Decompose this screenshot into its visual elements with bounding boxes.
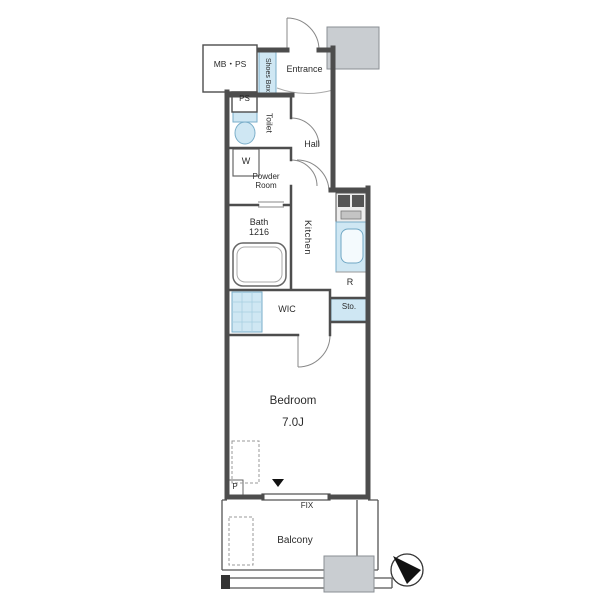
stove-grill	[340, 210, 362, 220]
service-boxes	[202, 44, 258, 113]
storage-fixture	[330, 298, 368, 322]
door-arcs	[258, 17, 334, 368]
entrance-step-line	[276, 87, 334, 94]
outer-walls	[224, 45, 371, 500]
bathtub	[232, 242, 287, 287]
north-arrow-icon	[393, 556, 421, 584]
lower-core-block	[323, 555, 375, 593]
shoes-box-fixture	[258, 51, 277, 97]
powder-door-arc	[290, 159, 318, 187]
wic-door-arc	[297, 334, 331, 368]
balcony-dashed-hatch	[228, 516, 254, 566]
building-core-blocks	[326, 26, 380, 70]
bathtub-inner	[236, 246, 283, 283]
stove-burner-left	[338, 195, 350, 207]
fixtures	[226, 51, 369, 498]
bedroom-dashed-closet	[231, 440, 260, 484]
toilet-door-arc	[290, 117, 320, 147]
washer-pan	[232, 148, 260, 177]
stove-burner-right	[352, 195, 364, 207]
compass-icon	[390, 553, 424, 587]
kitchen-sink	[340, 228, 364, 264]
railing-end-post	[221, 575, 230, 589]
kitchen-door-arc	[296, 159, 330, 193]
dashed-outlines	[228, 440, 260, 566]
bath-sliding-door	[258, 201, 284, 208]
partition-walls	[225, 93, 370, 337]
toilet-bowl	[234, 121, 256, 145]
elevator-block	[326, 26, 380, 70]
wic-shelf	[231, 291, 263, 333]
mbps-box	[202, 44, 258, 93]
entrance-door-arc	[286, 17, 320, 51]
balcony-outline	[221, 499, 393, 589]
window-marker-icon	[272, 479, 284, 487]
fix-window	[261, 493, 331, 501]
